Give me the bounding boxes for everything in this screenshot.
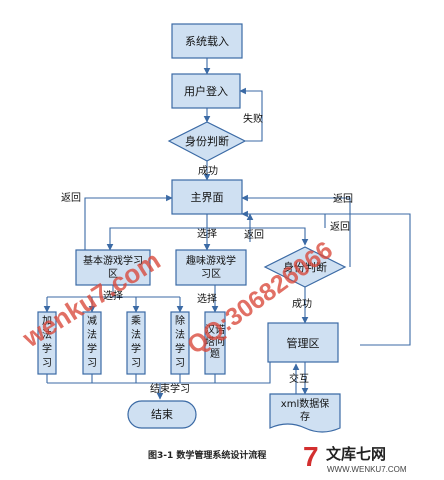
node-end-label: 结束 — [151, 408, 173, 421]
node-manage-label: 管理区 — [287, 336, 320, 350]
edge-label-success-2: 成功 — [292, 298, 312, 310]
node-add-study: 加法学习 — [37, 311, 57, 375]
edge-label-fail: 失败 — [243, 112, 263, 125]
node-basic-study: 基本游戏学习区 — [75, 249, 151, 286]
edge-label-choose-1: 选择 — [197, 227, 217, 240]
node-basic-study-label: 基本游戏学习区 — [83, 255, 143, 280]
node-xml-save: xml数据保存 — [269, 393, 341, 433]
edge-basic-back — [84, 194, 173, 250]
node-auth-check-1: 身份判断 — [167, 121, 247, 162]
node-mul-study-label: 乘法学习 — [131, 316, 141, 369]
edge-manage-back — [250, 213, 411, 346]
edge-label-finish-study: 结束学习 — [150, 382, 190, 395]
node-user-login-label: 用户登入 — [184, 84, 228, 98]
node-sub-study-label: 减法学习 — [87, 316, 97, 369]
logo-mark: 7 — [303, 441, 319, 472]
node-mul-study: 乘法学习 — [126, 311, 146, 375]
node-fun-study: 趣味游戏学习区 — [175, 249, 247, 286]
node-auth-check-2-label: 身份判断 — [283, 260, 327, 274]
node-main-interface: 主界面 — [171, 179, 243, 215]
node-system-load: 系统载入 — [171, 23, 243, 59]
edge-main-basic — [106, 214, 208, 251]
logo-url: WWW.WENKU7.COM — [327, 465, 407, 474]
edge-label-back-mid: 返回 — [244, 229, 264, 241]
node-div-study: 除法学习 — [170, 311, 190, 375]
edge-auth2-back — [241, 210, 326, 228]
edge-merge-bar — [47, 362, 271, 384]
edge-label-back-right-2: 返回 — [330, 221, 350, 233]
node-auth-check-2: 身份判断 — [263, 246, 347, 288]
node-auth-check-1-label: 身份判断 — [185, 134, 229, 148]
node-manage: 管理区 — [267, 322, 339, 363]
edge-auth-fail — [239, 87, 263, 142]
node-hanoi-tower: 汉诺塔问题 — [204, 311, 226, 375]
edge-label-choose-2: 选择 — [103, 289, 123, 302]
node-user-login: 用户登入 — [171, 73, 241, 109]
node-add-study-label: 加法学习 — [42, 316, 52, 369]
edge-label-choose-3: 选择 — [197, 292, 217, 305]
node-hanoi-tower-label: 汉诺塔问题 — [205, 325, 225, 360]
edge-label-back-left: 返回 — [61, 192, 81, 204]
edge-auth2-fail — [241, 194, 351, 267]
node-system-load-label: 系统载入 — [185, 35, 229, 48]
node-div-study-label: 除法学习 — [175, 316, 185, 369]
node-sub-study: 减法学习 — [82, 311, 102, 375]
logo-name: 文库七网 — [326, 445, 386, 463]
site-logo: 7 文库七网 WWW.WENKU7.COM — [303, 441, 407, 474]
figure-caption: 图3-1 数学管理系统设计流程 — [148, 449, 266, 461]
node-main-interface-label: 主界面 — [191, 191, 224, 204]
connectors — [43, 58, 411, 400]
edge-labels: 失败 成功 返回 选择 返回 返回 返回 选择 选择 成功 交互 结束学习 — [61, 112, 353, 395]
node-fun-study-label: 趣味游戏学习区 — [186, 255, 236, 280]
edge-label-interact: 交互 — [289, 372, 309, 385]
node-end: 结束 — [127, 400, 197, 429]
edge-label-back-right-1: 返回 — [333, 193, 353, 205]
node-xml-save-label: xml数据保存 — [280, 399, 330, 423]
edge-main-auth2 — [207, 227, 309, 246]
edge-label-success-1: 成功 — [198, 165, 218, 177]
